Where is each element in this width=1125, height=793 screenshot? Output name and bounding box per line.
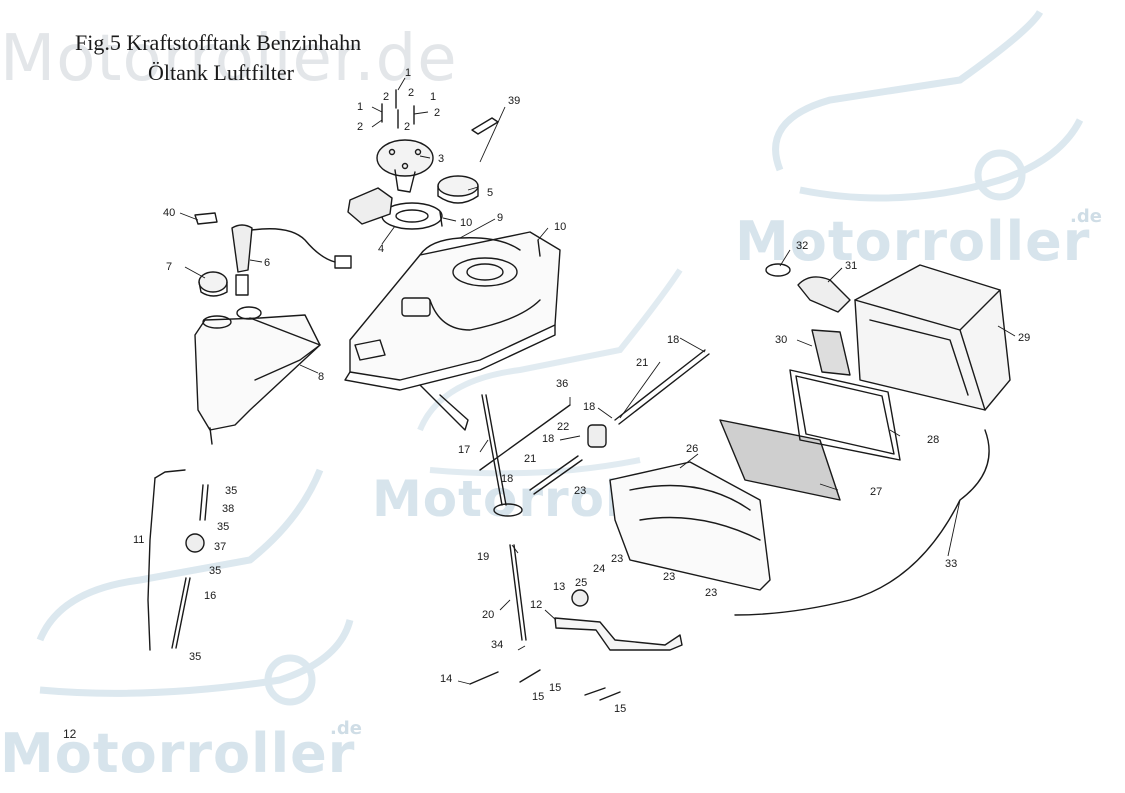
callout-23c: 23 — [663, 571, 675, 583]
callout-15c: 15 — [614, 703, 626, 715]
callout-2c: 2 — [404, 121, 410, 133]
callout-18d: 18 — [501, 473, 513, 485]
callout-19: 19 — [477, 551, 489, 563]
callout-11: 11 — [133, 534, 144, 546]
fuel-hoses — [479, 349, 710, 641]
callout-1c: 1 — [430, 91, 436, 103]
callout-3: 3 — [438, 153, 444, 165]
callout-24: 24 — [593, 563, 605, 575]
callout-38: 38 — [222, 503, 234, 515]
callout-34: 34 — [491, 639, 503, 651]
bracket — [554, 617, 683, 651]
figure-subtitle: Öltank Luftfilter — [148, 60, 295, 85]
callout-14: 14 — [440, 673, 452, 685]
callout-13: 13 — [553, 581, 565, 593]
watermark-bottom: Motorroller — [0, 722, 356, 785]
callout-6: 6 — [264, 257, 270, 269]
air-filter-cover — [609, 461, 771, 591]
hose-clamp — [765, 263, 791, 277]
callout-25: 25 — [575, 577, 587, 589]
callout-16: 16 — [204, 590, 216, 602]
callout-29: 29 — [1018, 332, 1030, 344]
callout-27: 27 — [870, 486, 882, 498]
callout-23b: 23 — [611, 553, 623, 565]
callout-37: 37 — [214, 541, 226, 553]
callout-18a: 18 — [667, 334, 679, 346]
page-number: 12 — [63, 727, 77, 741]
callout-35a: 35 — [225, 485, 237, 497]
figure-title: Fig.5 Kraftstofftank Benzinhahn — [75, 30, 362, 55]
callout-35c: 35 — [209, 565, 221, 577]
watermark-right: Motorroller — [735, 210, 1091, 273]
callout-10b: 10 — [554, 221, 566, 233]
callout-36: 36 — [556, 378, 568, 390]
callout-2a: 2 — [408, 87, 414, 99]
callout-5: 5 — [487, 187, 493, 199]
watermark-right-suffix: .de — [1070, 206, 1102, 227]
callout-8: 8 — [318, 371, 324, 383]
callout-35d: 35 — [189, 651, 201, 663]
oil-tank — [194, 306, 321, 445]
callout-4: 4 — [378, 243, 384, 255]
bolts — [469, 589, 621, 701]
callout-15b: 15 — [549, 682, 561, 694]
callout-40: 40 — [163, 207, 175, 219]
air-filter-element — [719, 419, 841, 501]
callout-1a: 1 — [405, 67, 411, 79]
callout-2e: 2 — [383, 91, 389, 103]
oil-line-assembly — [147, 469, 209, 651]
callout-35b: 35 — [217, 521, 229, 533]
frame-outline — [734, 429, 990, 616]
callout-20: 20 — [482, 609, 494, 621]
fuel-tank — [344, 231, 561, 431]
callout-18c: 18 — [542, 433, 554, 445]
callout-21a: 21 — [636, 357, 648, 369]
sender-plate — [376, 139, 434, 193]
air-filter-gasket — [789, 369, 901, 461]
callout-18b: 18 — [583, 401, 595, 413]
callout-labels: 1 1 1 2 2 2 2 2 3 4 5 6 7 8 9 10 10 11 1… — [133, 67, 1030, 715]
callout-22: 22 — [557, 421, 569, 433]
sender-unit — [347, 187, 393, 225]
callout-15a: 15 — [532, 691, 544, 703]
callout-26: 26 — [686, 443, 698, 455]
callout-33: 33 — [945, 558, 957, 570]
callout-9: 9 — [497, 212, 503, 224]
callout-39: 39 — [508, 95, 520, 107]
callout-32: 32 — [796, 240, 808, 252]
callout-1b: 1 — [357, 101, 363, 113]
callout-2d: 2 — [434, 107, 440, 119]
callout-12: 12 — [530, 599, 542, 611]
callout-23a: 23 — [574, 485, 586, 497]
oil-tank-label-40 — [194, 212, 218, 225]
callout-31: 31 — [845, 260, 857, 272]
oil-cap — [198, 271, 228, 297]
callout-23d: 23 — [705, 587, 717, 599]
watermark-top: Motorroller.de — [0, 22, 458, 96]
leader-lines — [179, 77, 1016, 685]
callout-17: 17 — [458, 444, 470, 456]
scooter-watermark-right — [772, 10, 1084, 202]
watermark-bottom-suffix: .de — [330, 718, 362, 739]
callout-30: 30 — [775, 334, 787, 346]
callout-28: 28 — [927, 434, 939, 446]
screws-set — [381, 89, 541, 257]
reed-valve — [811, 329, 851, 376]
scooter-watermark-left — [36, 468, 354, 706]
air-box — [854, 264, 1011, 411]
air-duct — [797, 276, 851, 313]
oil-level-sender — [231, 224, 352, 296]
fuel-cap — [437, 175, 479, 204]
fuel-tap — [587, 424, 607, 448]
callout-2b: 2 — [357, 121, 363, 133]
callout-21b: 21 — [524, 453, 536, 465]
callout-10a: 10 — [460, 217, 472, 229]
callout-7: 7 — [166, 261, 172, 273]
